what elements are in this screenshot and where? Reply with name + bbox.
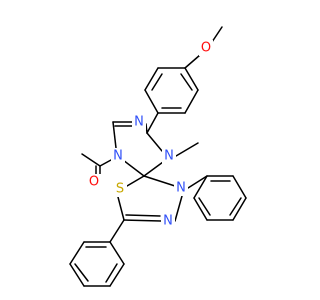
bonds-layer xyxy=(69,26,247,287)
bond-line xyxy=(109,263,125,287)
atom-s-thiadiazole: S xyxy=(116,182,124,197)
bond-line xyxy=(184,89,199,114)
bond-line xyxy=(69,263,85,287)
bond-line xyxy=(99,159,112,167)
molecule-diagram: O N N N O S N N xyxy=(69,26,247,287)
atom-bg xyxy=(132,114,146,130)
bond-line xyxy=(117,196,125,221)
atom-bg xyxy=(113,181,127,197)
bond-line xyxy=(144,67,159,91)
bond-line xyxy=(211,26,223,43)
bond-line xyxy=(146,112,159,134)
atom-o-methoxy: O xyxy=(201,41,211,56)
atom-bg xyxy=(162,148,176,164)
bond-line xyxy=(145,123,148,134)
bond-line xyxy=(112,121,117,149)
bond-line xyxy=(69,241,85,265)
atom-n-methyl: N xyxy=(164,149,174,164)
bond-line xyxy=(187,175,208,189)
bond-line xyxy=(143,175,176,187)
bond-line xyxy=(232,175,247,199)
bond-line xyxy=(126,175,145,187)
bond-line xyxy=(105,263,118,283)
atom-bg xyxy=(161,213,175,229)
atom-bg xyxy=(87,174,101,190)
atom-n-thiadiazole: N xyxy=(163,214,173,229)
atom-n-phenyl: N xyxy=(176,181,186,196)
bond-line xyxy=(122,159,145,177)
bond-line xyxy=(198,197,211,216)
bond-line xyxy=(144,89,159,114)
bond-line xyxy=(109,241,125,265)
atom-o-acetyl: O xyxy=(89,175,99,190)
bond-line xyxy=(184,67,199,91)
bond-line xyxy=(81,153,101,167)
atom-n-acetyl: N xyxy=(113,149,123,164)
atom-bg xyxy=(111,148,125,164)
molecule-structure: O N N N O S N N xyxy=(69,26,247,287)
bond-line xyxy=(193,175,208,199)
bond-line xyxy=(146,132,163,152)
atom-bg xyxy=(199,40,213,56)
bond-line xyxy=(143,161,164,177)
bond-line xyxy=(123,219,162,222)
atom-bg xyxy=(174,180,188,196)
bond-line xyxy=(229,197,242,216)
atom-n-triazole-upper: N xyxy=(134,115,144,130)
bond-line xyxy=(125,214,161,217)
bond-line xyxy=(193,197,208,221)
bond-line xyxy=(175,142,199,157)
bond-line xyxy=(232,197,247,221)
bond-line xyxy=(109,219,125,243)
bond-line xyxy=(184,54,201,69)
atom-labels-layer: O N N N O S N N xyxy=(87,40,213,229)
bond-line xyxy=(74,263,89,282)
bond-line xyxy=(174,195,183,222)
bond-line xyxy=(151,73,163,91)
bond-line xyxy=(180,73,193,91)
